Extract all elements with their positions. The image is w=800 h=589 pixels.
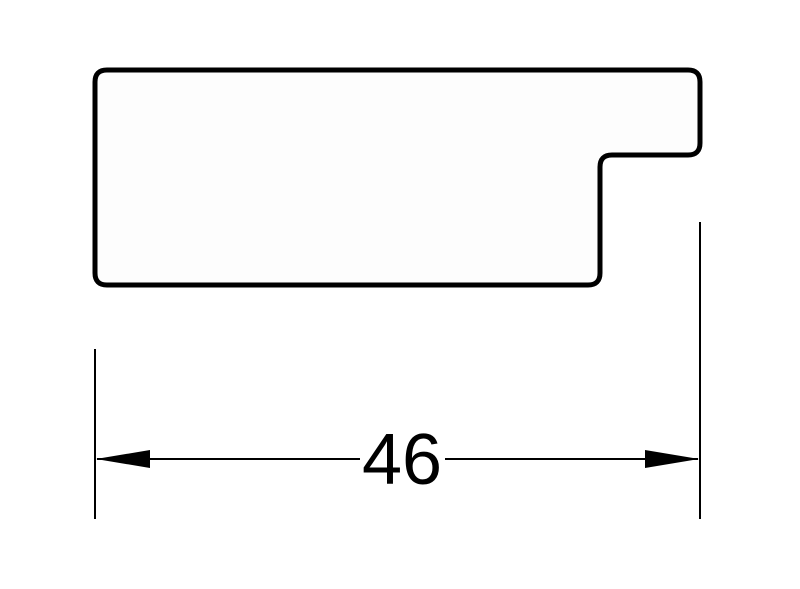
arrowhead-left	[96, 450, 150, 468]
arrowhead-right	[645, 450, 699, 468]
frame-profile-outline	[92, 67, 703, 288]
dimension-value: 46	[362, 420, 442, 500]
